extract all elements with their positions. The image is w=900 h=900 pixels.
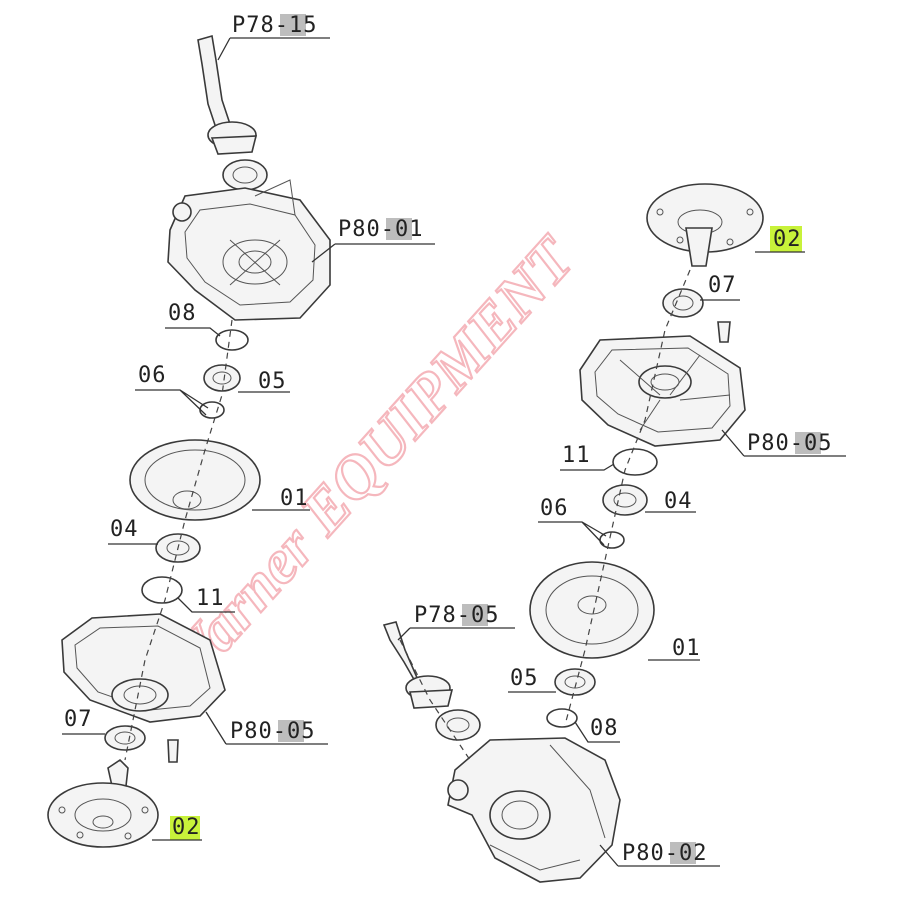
right-bearing-05 [554, 668, 596, 696]
left-seal-07 [104, 725, 146, 751]
label-left-02: 02 [152, 815, 202, 841]
label-left-p78-15: P78-15 [217, 13, 330, 61]
left-bolt [167, 739, 179, 763]
svg-text:P78-05: P78-05 [414, 603, 499, 628]
right-housing-p80-02 [447, 737, 621, 883]
left-assembly: P78-15 P80-01 08 06 05 01 04 11 [47, 13, 435, 848]
svg-text:02: 02 [172, 815, 201, 840]
svg-text:08: 08 [590, 716, 619, 741]
svg-text:P80-05: P80-05 [230, 719, 315, 744]
left-flange-02 [47, 758, 159, 848]
label-left-01: 01 [252, 486, 310, 511]
svg-text:01: 01 [280, 486, 309, 511]
label-right-p80-02: P80-02 [599, 841, 720, 867]
label-left-04: 04 [108, 517, 158, 545]
svg-text:P80-01: P80-01 [338, 217, 423, 242]
right-flange-02 [646, 183, 764, 267]
svg-text:P78-15: P78-15 [232, 13, 317, 38]
label-right-11: 11 [560, 443, 615, 471]
label-right-05: 05 [508, 666, 556, 693]
label-right-p78-05: P78-05 [397, 603, 515, 641]
left-housing-p80-01 [167, 179, 331, 321]
left-ring-11 [141, 576, 183, 604]
left-input-shaft [197, 34, 258, 155]
left-housing-p80-05 [61, 613, 226, 723]
right-disc-01 [529, 561, 655, 659]
right-assembly: 02 07 P80-05 11 04 06 01 [382, 183, 846, 883]
svg-text:06: 06 [138, 363, 167, 388]
label-left-p80-05: P80-05 [205, 711, 328, 745]
right-seal-07 [662, 288, 704, 318]
svg-text:07: 07 [708, 273, 737, 298]
svg-text:11: 11 [562, 443, 591, 468]
svg-text:05: 05 [258, 369, 287, 394]
svg-text:07: 07 [64, 707, 93, 732]
label-right-p80-05: P80-05 [721, 429, 846, 457]
left-disc-01 [129, 439, 261, 521]
label-right-06: 06 [538, 496, 607, 546]
svg-text:01: 01 [672, 636, 701, 661]
svg-text:02: 02 [773, 227, 802, 252]
label-left-06: 06 [135, 363, 209, 416]
label-right-04: 04 [645, 489, 696, 514]
left-top-bearing [222, 159, 268, 191]
left-bearing-05 [203, 364, 241, 392]
label-right-07: 07 [700, 273, 740, 301]
svg-text:P80-02: P80-02 [622, 841, 707, 866]
svg-text:11: 11 [196, 586, 225, 611]
right-oring-08 [546, 708, 578, 728]
svg-text:05: 05 [510, 666, 539, 691]
right-ring-11 [612, 448, 658, 476]
svg-text:04: 04 [664, 489, 693, 514]
label-left-11: 11 [177, 586, 235, 613]
label-left-08: 08 [165, 301, 221, 337]
label-left-07: 07 [62, 707, 105, 735]
right-housing-p80-05 [579, 335, 746, 447]
label-left-05: 05 [238, 369, 290, 394]
svg-text:P80-05: P80-05 [747, 431, 832, 456]
label-left-p80-01: P80-01 [311, 217, 435, 263]
label-right-01: 01 [648, 636, 701, 661]
svg-text:06: 06 [540, 496, 569, 521]
label-right-02: 02 [755, 226, 805, 253]
svg-text:08: 08 [168, 301, 197, 326]
right-shaft-bearing [435, 709, 481, 741]
right-bolt [717, 321, 731, 343]
right-input-shaft [382, 621, 454, 709]
label-right-08: 08 [574, 716, 620, 743]
right-bearing-04 [602, 484, 648, 516]
left-oring-08 [215, 329, 249, 351]
svg-text:04: 04 [110, 517, 139, 542]
